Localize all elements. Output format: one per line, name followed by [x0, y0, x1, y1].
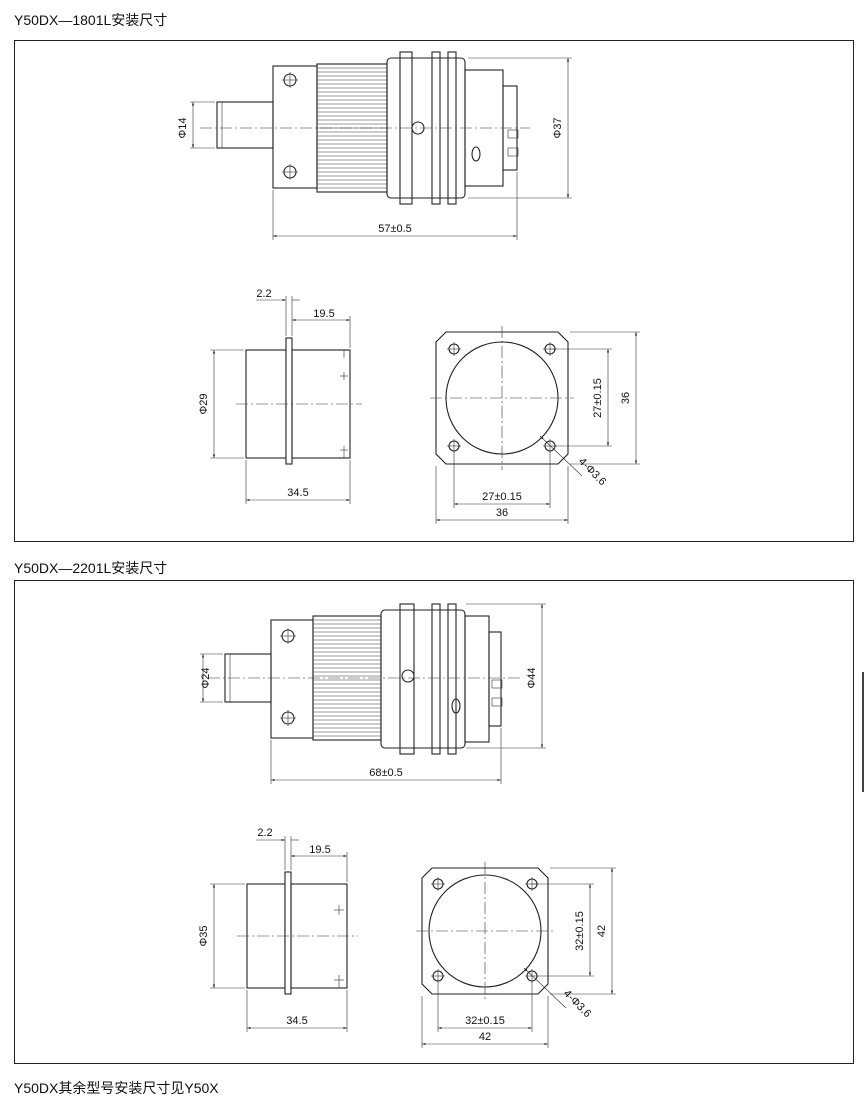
front-view-2201L: 32±0.15 42 4-Φ3.6 32±0.15 42 [416, 862, 616, 1048]
dim-length: 68±0.5 [369, 767, 403, 779]
dim-diameter: Φ29 [198, 393, 210, 414]
footer-note: Y50DX其余型号安装尺寸见Y50X [14, 1080, 219, 1096]
section-1-frame [14, 40, 854, 542]
dim-holes: 4-Φ3.6 [576, 456, 608, 488]
dim-hole-spacing-h: 32±0.15 [465, 1015, 505, 1027]
section-view-2201L: 2.2 19.5 Φ35 34.5 [198, 827, 358, 1032]
dim-overall-v: 42 [596, 925, 608, 937]
dim-length: 57±0.5 [378, 223, 412, 235]
dim-diameter-right: Φ44 [526, 667, 538, 688]
section-2-frame [14, 580, 854, 1064]
dim-diameter-right: Φ37 [552, 117, 564, 138]
front-view-1801L: 27±0.15 36 4-Φ3.6 27±0.15 36 [430, 326, 640, 524]
dim-hole-spacing-v: 27±0.15 [592, 378, 604, 418]
section-1-title: Y50DX—1801L安装尺寸 [14, 12, 168, 28]
dim-overall-h: 42 [479, 1031, 491, 1043]
dim-flange: 2.2 [256, 288, 271, 300]
dim-length-section: 34.5 [286, 1015, 307, 1027]
dim-diameter: Φ35 [198, 925, 210, 946]
dim-overall-v: 36 [620, 392, 632, 404]
dim-diameter-left: Φ24 [200, 667, 212, 688]
page-edge-tab [862, 672, 864, 792]
section-2-title: Y50DX—2201L安装尺寸 [14, 560, 168, 576]
dim-overall-h: 36 [496, 507, 508, 519]
dim-depth: 19.5 [309, 844, 330, 856]
side-view-2201L: Φ24 Φ44 68±0.5 [200, 603, 546, 784]
dim-holes: 4-Φ3.6 [561, 988, 593, 1020]
dim-length-section: 34.5 [287, 487, 308, 499]
dim-hole-spacing-v: 32±0.15 [574, 911, 586, 951]
dim-depth: 19.5 [313, 308, 334, 320]
dim-hole-spacing-h: 27±0.15 [482, 491, 522, 503]
dim-diameter-left: Φ14 [177, 117, 189, 138]
section-view-1801L: 2.2 19.5 Φ29 34.5 [198, 288, 362, 504]
side-view-1801L: Φ14 Φ37 57±0.5 [177, 51, 572, 240]
dim-flange: 2.2 [257, 827, 272, 839]
